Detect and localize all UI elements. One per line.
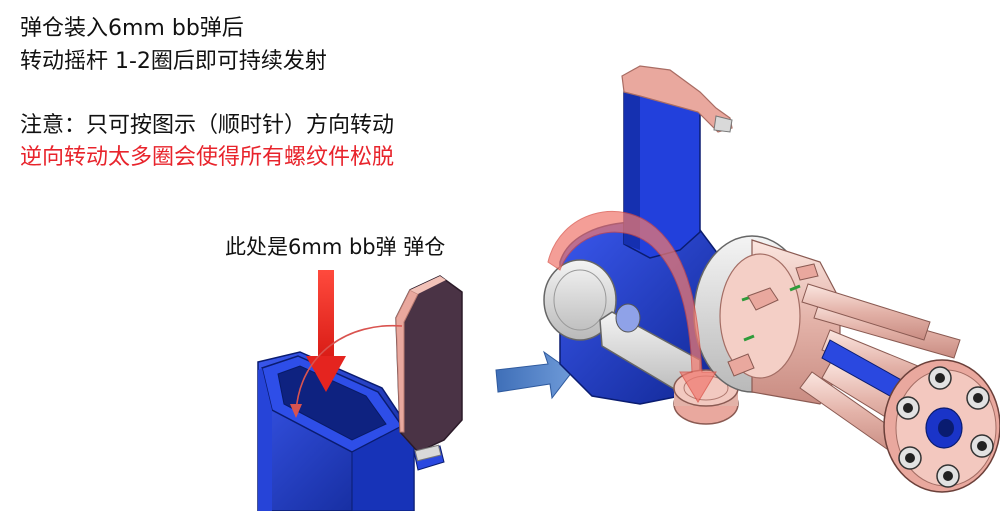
blue-right-arrow-icon <box>495 350 573 400</box>
warning-line: 逆向转动太多圈会使得所有螺纹件松脱 <box>20 145 395 170</box>
rotation-arrow-icon <box>547 211 717 403</box>
front-plate <box>883 359 1000 493</box>
magazine-illustration <box>257 275 463 511</box>
instruction-line-2: 转动摇杆 1-2圈后即可持续发射 <box>20 49 327 74</box>
gatling-illustration <box>543 65 1000 493</box>
note-line: 注意：只可按图示（顺时针）方向转动 <box>20 113 395 138</box>
instruction-line-1: 弹仓装入6mm bb弹后 <box>20 16 244 41</box>
curved-arrow-icon <box>290 324 403 418</box>
red-down-arrow-icon <box>306 270 346 392</box>
magazine-callout-label: 此处是6mm bb弹 弹仓 <box>225 235 446 259</box>
